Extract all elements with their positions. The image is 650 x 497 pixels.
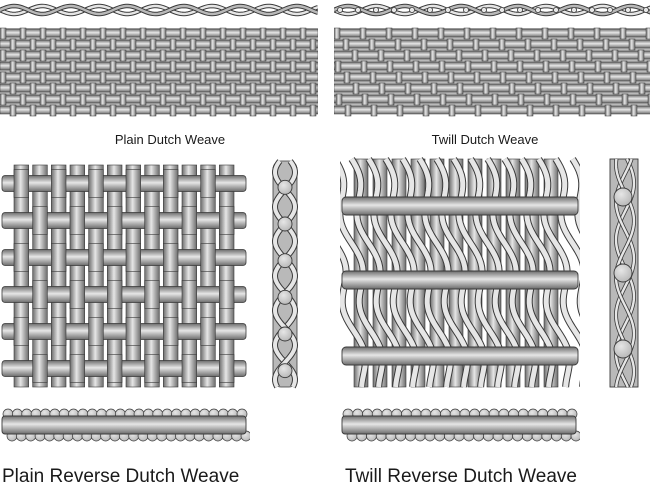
plain-reverse-dutch-weave-edge (1, 408, 250, 442)
plain-dutch-weave-caption: Plain Dutch Weave (114, 132, 226, 147)
twill-reverse-dutch-weave-edge (341, 408, 580, 442)
twill-dutch-weave-caption: Twill Dutch Weave (431, 132, 539, 147)
twill-reverse-dutch-weave-face (340, 157, 580, 388)
twill-dutch-weave-illustration (334, 3, 650, 117)
twill-reverse-dutch-weave-caption: Twill Reverse Dutch Weave (345, 466, 577, 487)
twill-reverse-dutch-weave-cross-section (609, 158, 639, 388)
plain-reverse-dutch-weave-caption: Plain Reverse Dutch Weave (2, 466, 240, 487)
plain-dutch-weave-illustration (0, 3, 318, 117)
plain-reverse-dutch-weave-face (1, 164, 247, 388)
plain-reverse-dutch-weave-cross-section (271, 159, 299, 389)
